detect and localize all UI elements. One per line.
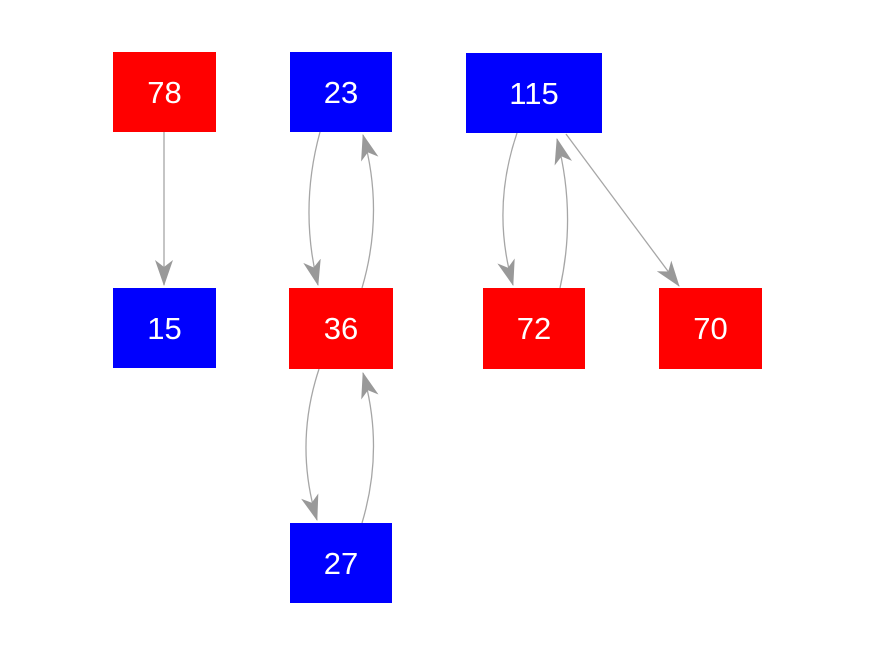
node-23-label: 23	[323, 74, 359, 110]
edge-115-to-72	[497, 132, 518, 286]
edge-23-to-36	[303, 131, 321, 286]
node-78: 78	[113, 52, 216, 132]
node-115-label: 115	[509, 75, 559, 111]
node-70-label: 70	[693, 311, 728, 346]
node-72-label: 72	[516, 311, 552, 346]
node-36-label: 36	[323, 311, 359, 346]
node-78-label: 78	[147, 74, 182, 110]
edge-group	[155, 131, 680, 524]
edge-27-to-36	[361, 372, 379, 524]
node-115: 115	[466, 53, 602, 133]
edge-36-to-27	[301, 368, 320, 521]
node-36: 36	[289, 288, 393, 369]
edge-115-to-70	[565, 133, 680, 287]
node-27-label: 27	[323, 545, 359, 581]
node-15: 15	[113, 288, 216, 368]
node-72: 72	[483, 288, 585, 369]
node-27: 27	[290, 523, 392, 603]
node-70: 70	[659, 288, 762, 369]
node-15-label: 15	[147, 310, 182, 346]
edge-36-to-23	[361, 134, 379, 289]
node-23: 23	[290, 52, 392, 132]
edge-72-to-115	[554, 138, 573, 289]
